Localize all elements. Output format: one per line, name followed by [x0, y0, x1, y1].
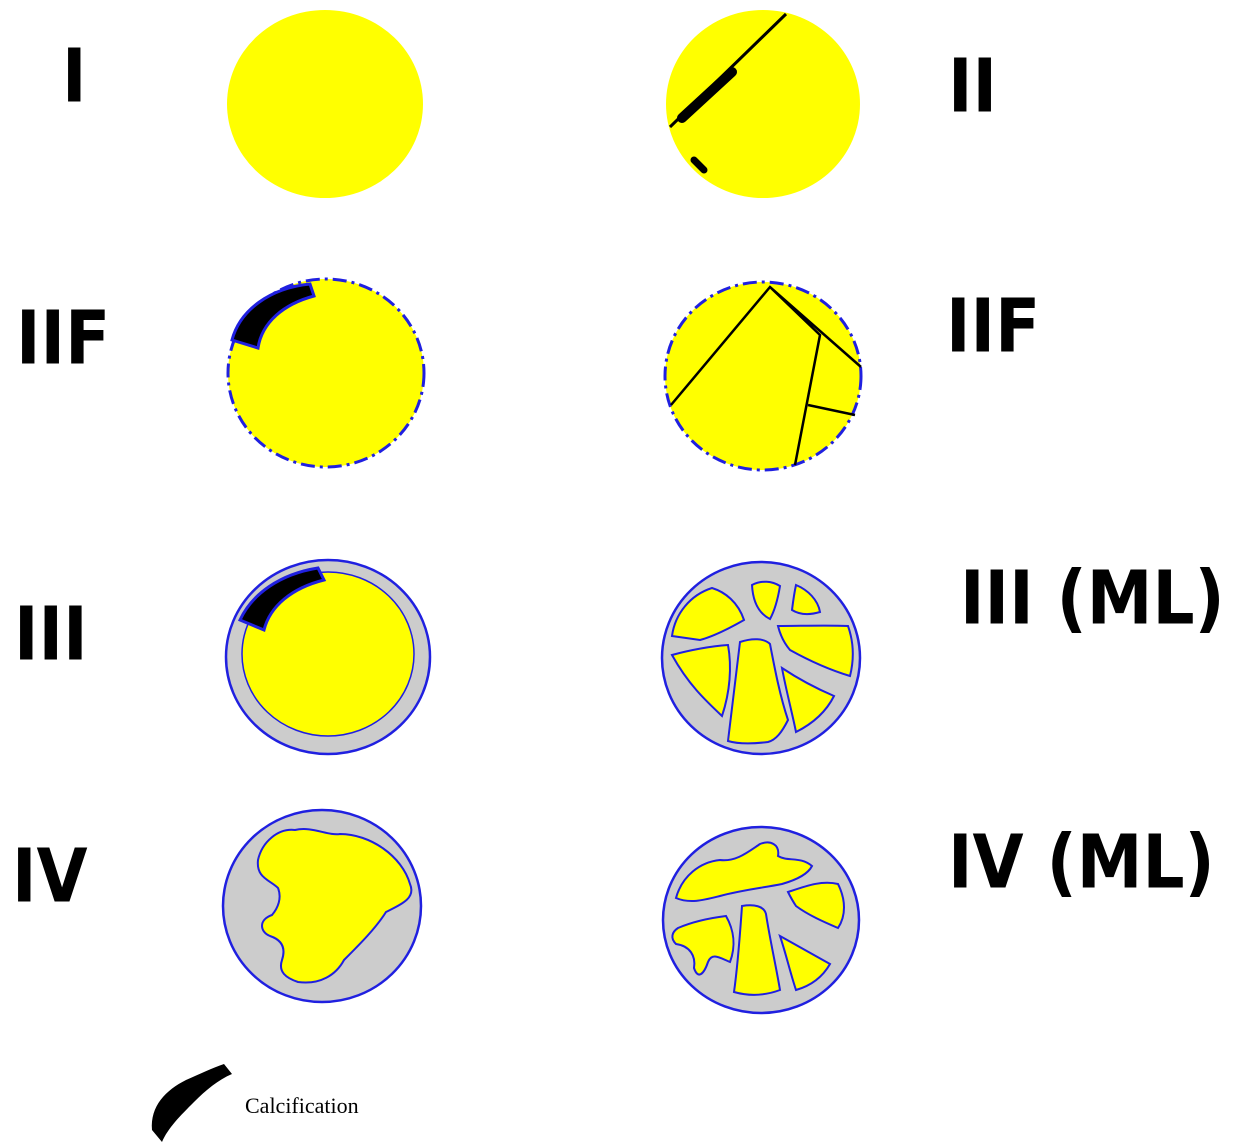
cyst-fluid [226, 277, 426, 469]
cyst-bosniak-iii [224, 558, 432, 756]
bosniak-label-iif-right: IIF [946, 283, 1041, 370]
cyst-bosniak-iv [221, 808, 423, 1004]
bosniak-label-ii: II [948, 43, 998, 130]
cyst-bosniak-i [227, 10, 423, 198]
cyst-bosniak-iif-calcified [226, 277, 426, 469]
calcification-legend-icon [151, 1064, 232, 1142]
small-calcification [690, 156, 708, 174]
cyst-fluid [241, 571, 415, 737]
bosniak-label-i: I [62, 33, 87, 120]
cyst-bosniak-ii [666, 10, 860, 198]
cyst-loculi [670, 580, 854, 745]
septum-calcification [677, 67, 737, 123]
bosniak-label-iii: III [14, 591, 88, 678]
wall-calcification [237, 566, 327, 633]
cyst-bosniak-iv-ml [661, 825, 861, 1015]
bosniak-label-iif-left: IIF [16, 295, 111, 382]
bosniak-label-iv: IV [12, 833, 88, 920]
bosniak-label-iv-ml: IV (ML) [948, 819, 1215, 906]
cyst-fluid-irregular [256, 828, 413, 984]
bosniak-label-iii-ml: III (ML) [960, 555, 1225, 642]
cyst-fluid [227, 10, 423, 198]
calcification-legend-label: Calcification [245, 1093, 359, 1118]
cyst-fluid [666, 10, 860, 198]
cyst-bosniak-iii-ml [660, 560, 862, 756]
septa [670, 285, 862, 466]
cyst-loculi [671, 841, 845, 996]
cyst-bosniak-iif-septated [663, 280, 863, 472]
wall-calcification [230, 282, 316, 350]
